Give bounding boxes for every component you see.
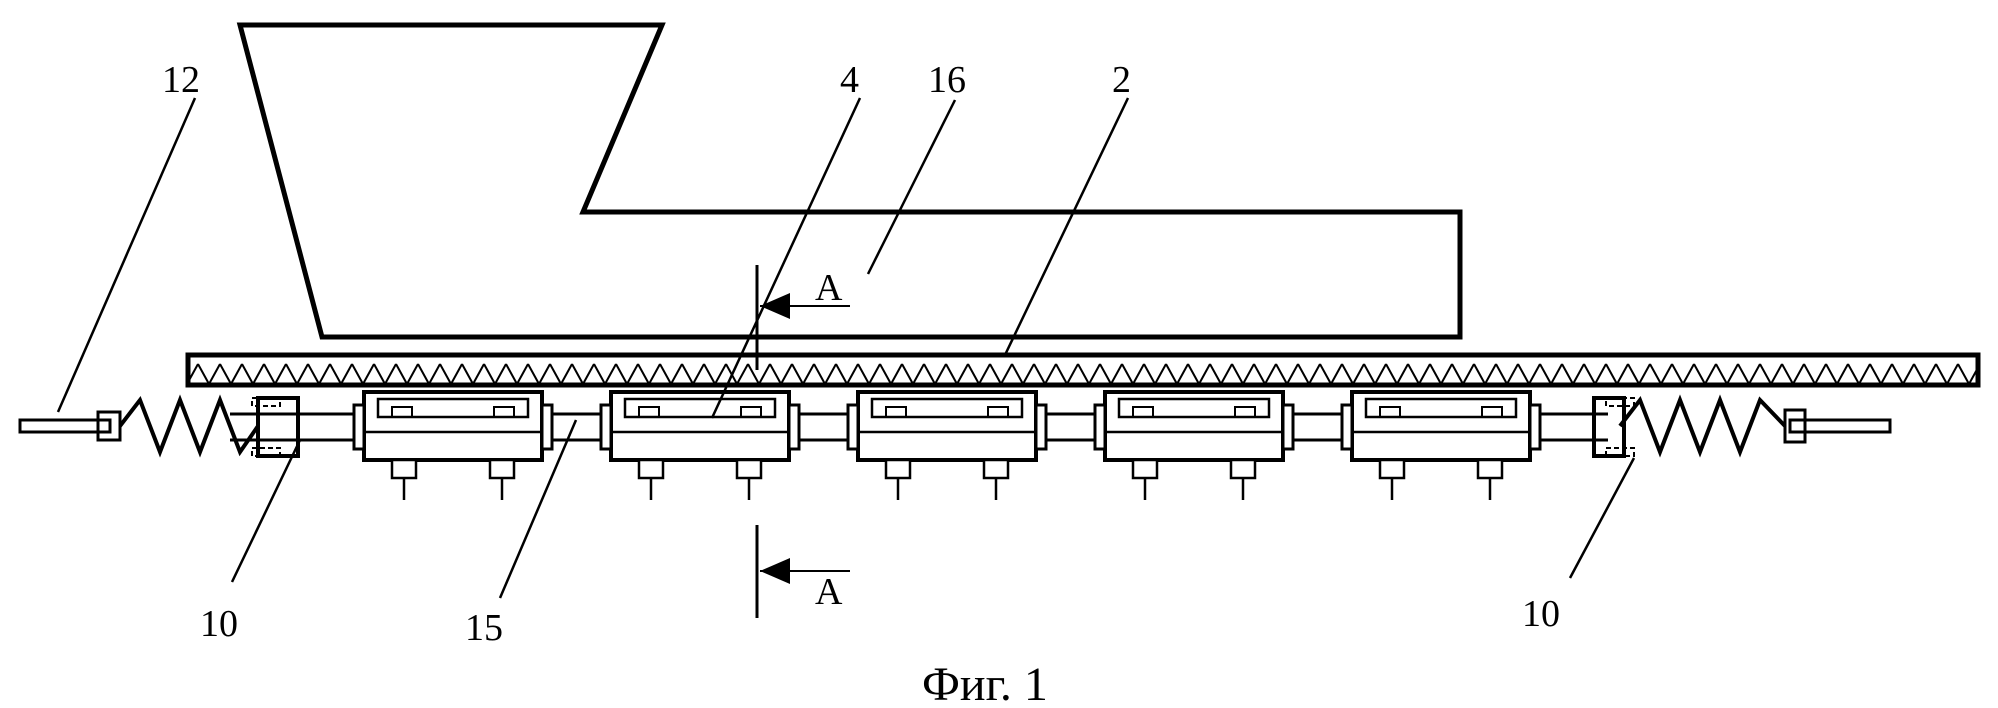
module-unit [1095, 392, 1293, 500]
figure-caption: Фиг. 1 [922, 658, 1048, 708]
section-label-bottom: A [815, 571, 843, 613]
label-2: 2 [1112, 59, 1131, 101]
right-spring [1620, 400, 1785, 452]
leader-lines [58, 98, 1634, 598]
module-unit [354, 392, 552, 500]
label-10-left: 10 [200, 603, 238, 645]
section-label-top: A [815, 267, 843, 309]
right-bearing [1594, 398, 1634, 456]
label-12: 12 [162, 59, 200, 101]
label-16: 16 [928, 59, 966, 101]
label-10-right: 10 [1522, 593, 1560, 635]
label-4: 4 [840, 59, 859, 101]
right-rod [1785, 410, 1890, 442]
module-unit [601, 392, 799, 500]
conveyor-belt [188, 355, 1978, 385]
left-rod [20, 412, 120, 440]
left-spring [120, 400, 258, 452]
left-bearing [252, 398, 298, 456]
module-unit [1342, 392, 1540, 500]
module-row [354, 392, 1540, 500]
label-15: 15 [465, 607, 503, 649]
module-unit [848, 392, 1046, 500]
